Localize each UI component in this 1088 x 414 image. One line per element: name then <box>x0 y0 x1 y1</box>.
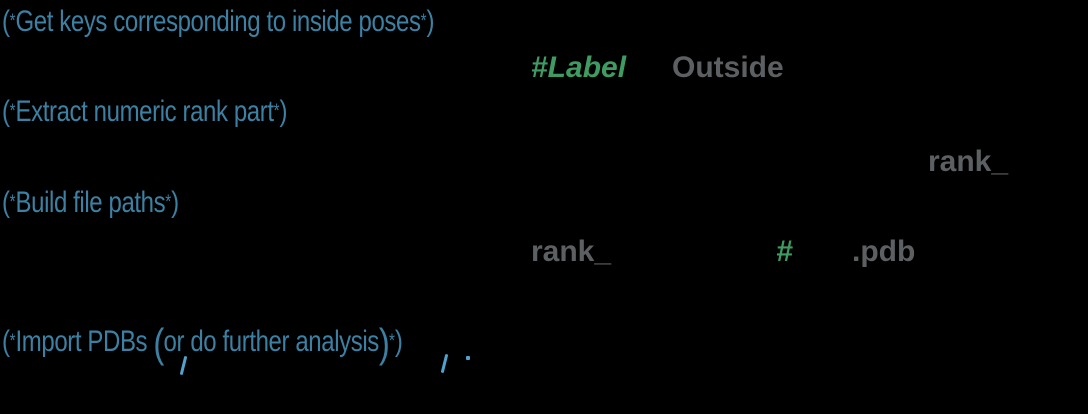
slot-hash-token: # <box>776 235 793 268</box>
comment-get-keys: (*Get keys corresponding to inside poses… <box>2 5 435 38</box>
slot-label-token: #Label <box>531 51 627 84</box>
comment-build-paths: (*Build file paths*) <box>2 186 179 219</box>
rank-prefix-token: rank_ <box>531 235 612 268</box>
clipped-glyph-fragment-3 <box>466 356 470 360</box>
rank-pattern-token: rank_ <box>928 145 1009 178</box>
string-outside: Outside <box>672 51 784 84</box>
comment-import-pdbs: (*Import PDBs (or do further analysis)*) <box>2 320 403 366</box>
comment-extract-rank: (*Extract numeric rank part*) <box>2 95 288 128</box>
clipped-glyph-fragment-2 <box>440 353 449 374</box>
pdb-extension-token: .pdb <box>852 235 916 268</box>
